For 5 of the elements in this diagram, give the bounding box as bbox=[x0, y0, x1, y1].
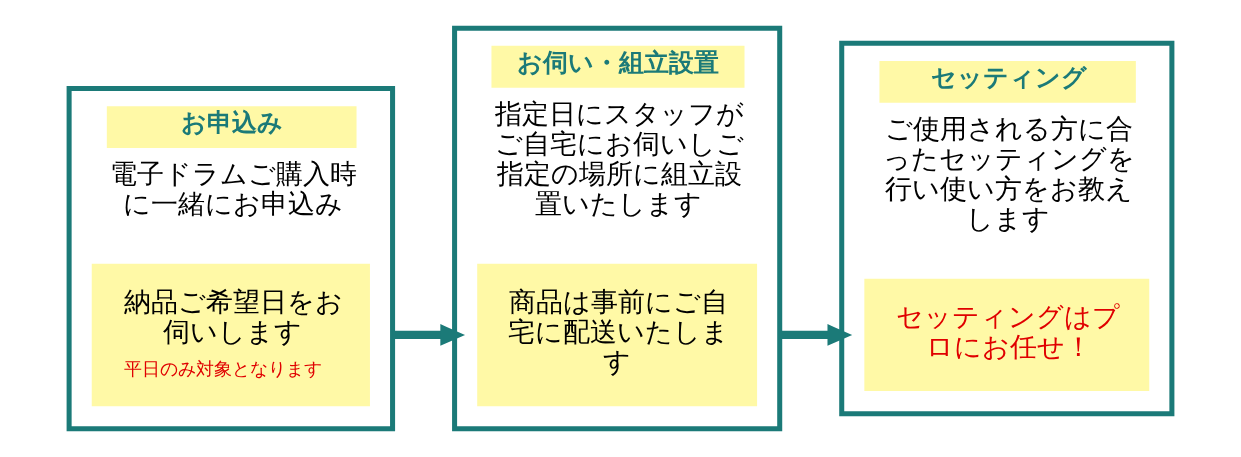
node-box: セッティングはプロにお任せ！ bbox=[864, 278, 1150, 392]
node-box: 商品は事前にご自宅に配送いたします bbox=[477, 263, 758, 407]
arrow bbox=[779, 324, 853, 346]
arrow bbox=[392, 324, 466, 346]
node-box: 納品ご希望日をお伺いします 平日のみ対象となります bbox=[91, 263, 370, 407]
